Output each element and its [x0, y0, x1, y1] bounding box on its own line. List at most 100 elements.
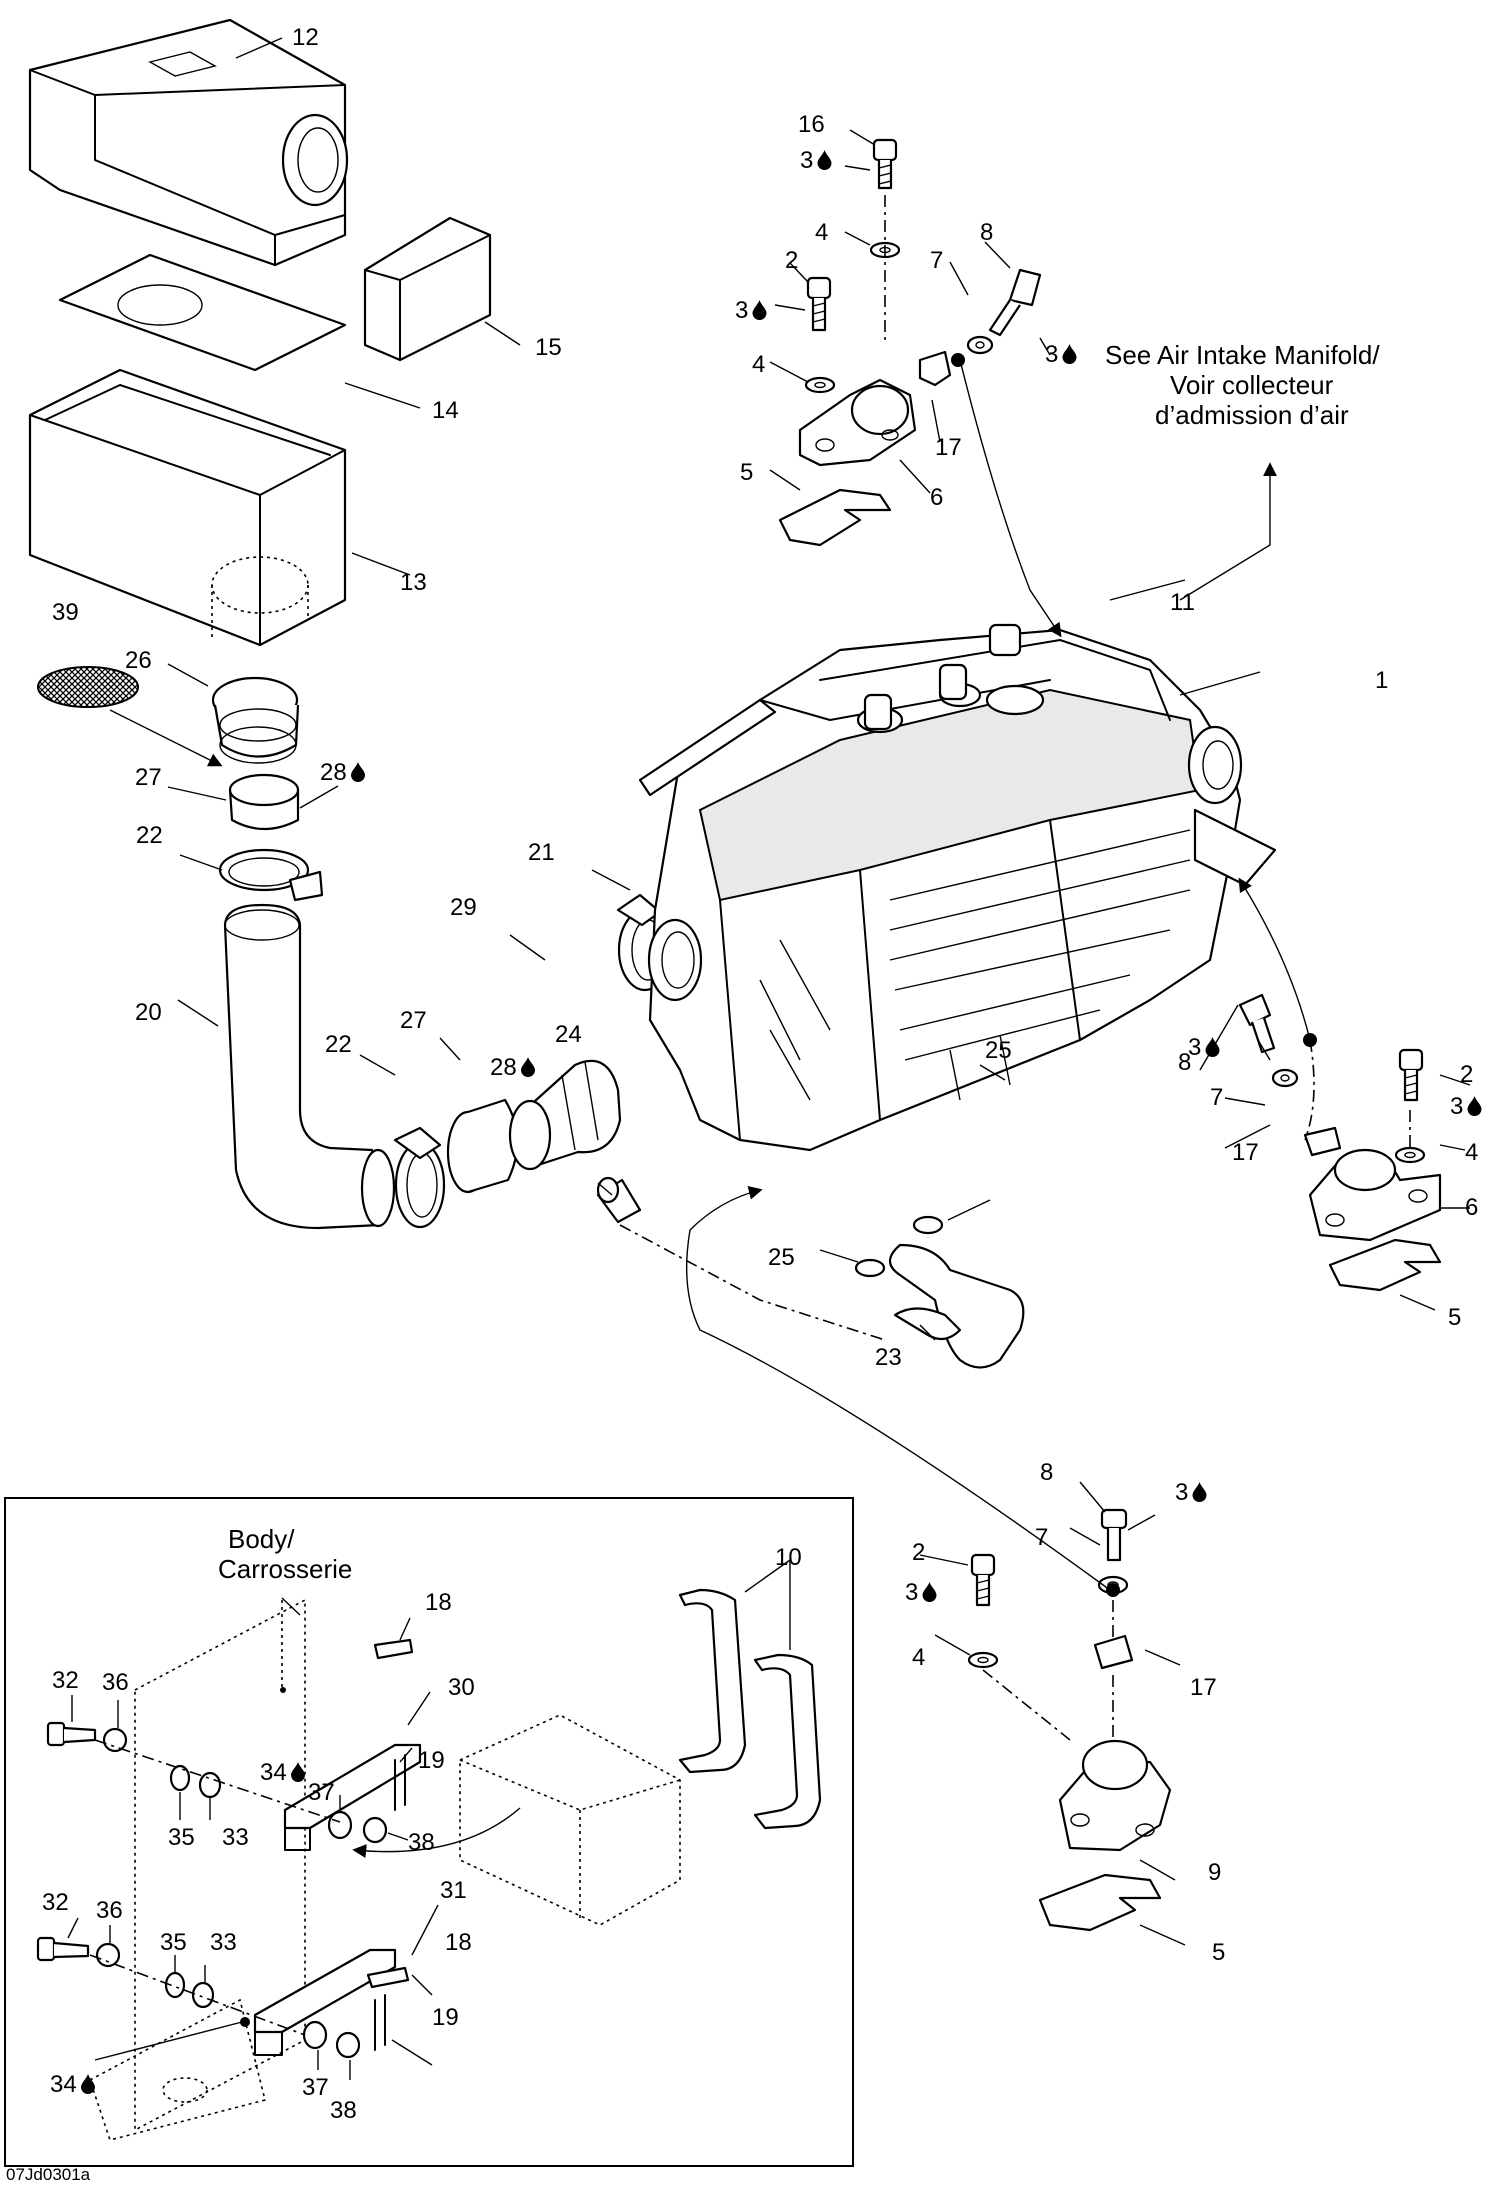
- callout-number: 39: [52, 599, 79, 626]
- callout-number: 9: [1208, 1859, 1221, 1886]
- airbox-gasket: [58, 253, 347, 372]
- figure-code: 07Jd0301a: [6, 2165, 91, 2184]
- inlet-elbow-hose: [223, 903, 396, 1230]
- sleeve-lower: [446, 1098, 519, 1194]
- callout-7: 7: [1035, 1524, 1048, 1551]
- airbox-cover: [28, 18, 349, 267]
- drop-icon: [1062, 344, 1077, 364]
- bolt-8-right: [1238, 993, 1276, 1054]
- bolt-top-16: [872, 138, 898, 190]
- callout-3: 3: [1045, 341, 1077, 368]
- callout-33: 33: [210, 1929, 237, 1956]
- washer-7-upper: [966, 335, 994, 355]
- callout-number: 11: [1170, 589, 1195, 616]
- washer-4-upper: [804, 376, 836, 394]
- callout-21: 21: [528, 839, 555, 866]
- callout-number: 34: [260, 1759, 287, 1786]
- shim-plate-lower: [1038, 1873, 1162, 1932]
- screw-32-lower: [36, 1936, 90, 1962]
- callout-number: 6: [930, 484, 943, 511]
- callout-number: 5: [740, 459, 753, 486]
- callout-number: 36: [102, 1669, 129, 1696]
- callout-number: 7: [1035, 1524, 1048, 1551]
- callout-6: 6: [930, 484, 943, 511]
- body-note-line2: Carrosserie: [218, 1554, 352, 1584]
- callout-number: 17: [1190, 1674, 1217, 1701]
- callout-9: 9: [1208, 1859, 1221, 1886]
- callout-18: 18: [425, 1589, 452, 1616]
- sleeve-upper: [228, 773, 300, 830]
- callout-7: 7: [930, 247, 943, 274]
- airbox-cap: [363, 216, 492, 362]
- drop-icon: [752, 300, 767, 320]
- callout-number: 36: [96, 1897, 123, 1924]
- callout-22: 22: [136, 822, 163, 849]
- mounting-bracket-lower: [253, 1948, 397, 2056]
- flame-arrester-screen: [37, 666, 139, 708]
- callout-number: 8: [1040, 1459, 1053, 1486]
- callout-4: 4: [1465, 1139, 1478, 1166]
- retaining-straps: [678, 1588, 822, 1830]
- callout-number: 14: [432, 397, 459, 424]
- engine-mount-right: [1308, 1148, 1442, 1242]
- callout-3: 3: [905, 1579, 937, 1606]
- callout-36: 36: [96, 1897, 123, 1924]
- callout-number: 25: [768, 1244, 795, 1271]
- callout-number: 19: [418, 1747, 445, 1774]
- callout-number: 3: [800, 147, 813, 174]
- body-note-line1: Body/: [228, 1524, 295, 1554]
- callout-32: 32: [52, 1667, 79, 1694]
- callout-number: 3: [735, 297, 748, 324]
- callout-2: 2: [912, 1539, 925, 1566]
- air-intake-note-line1: See Air Intake Manifold/: [1105, 340, 1380, 370]
- callout-number: 3: [905, 1579, 918, 1606]
- nut-33-lower: [191, 1981, 215, 2009]
- callout-number: 25: [985, 1037, 1012, 1064]
- callout-17: 17: [1190, 1674, 1217, 1701]
- callout-24: 24: [555, 1021, 582, 1048]
- callout-2: 2: [785, 247, 798, 274]
- callout-17: 17: [935, 434, 962, 461]
- callout-23: 23: [875, 1344, 902, 1371]
- drop-icon: [521, 1057, 535, 1077]
- callout-19: 19: [432, 2004, 459, 2031]
- nut-33-upper: [198, 1771, 222, 1799]
- callout-31: 31: [440, 1877, 467, 1904]
- lockwasher-36-upper: [102, 1727, 128, 1753]
- callout-number: 32: [52, 1667, 79, 1694]
- callout-number: 7: [1210, 1084, 1223, 1111]
- callout-number: 4: [1465, 1139, 1478, 1166]
- callout-number: 27: [400, 1007, 427, 1034]
- callout-number: 33: [222, 1824, 249, 1851]
- callout-number: 35: [168, 1824, 195, 1851]
- callout-number: 5: [1212, 1939, 1225, 1966]
- callout-number: 38: [408, 1829, 435, 1856]
- rubber-boot: [211, 676, 300, 764]
- clip-18-upper: [373, 1638, 414, 1660]
- hose-fitting: [596, 1176, 642, 1224]
- callout-number: 33: [210, 1929, 237, 1956]
- callout-28: 28: [320, 759, 365, 786]
- callout-18: 18: [445, 1929, 472, 1956]
- hose-clamp-25a: [912, 1215, 944, 1235]
- shim-plate-upper: [778, 488, 892, 547]
- callout-37: 37: [302, 2074, 329, 2101]
- clip-18-lower: [366, 1966, 410, 1989]
- callout-28: 28: [490, 1054, 535, 1081]
- drop-icon: [81, 2074, 95, 2094]
- callout-38: 38: [330, 2097, 357, 2124]
- callout-number: 4: [752, 351, 765, 378]
- callout-27: 27: [135, 764, 162, 791]
- bolt-2-upper: [806, 276, 832, 332]
- callout-number: 16: [798, 111, 825, 138]
- mounting-bracket-upper: [283, 1743, 422, 1851]
- callout-14: 14: [432, 397, 459, 424]
- callout-34: 34: [50, 2071, 95, 2098]
- shim-plate-right: [1328, 1238, 1442, 1292]
- washer-35-lower: [164, 1971, 186, 1999]
- callout-22: 22: [325, 1031, 352, 1058]
- air-intake-note-line3: d’admission d’air: [1155, 400, 1349, 430]
- callout-16: 16: [798, 111, 825, 138]
- callout-3: 3: [1450, 1093, 1482, 1120]
